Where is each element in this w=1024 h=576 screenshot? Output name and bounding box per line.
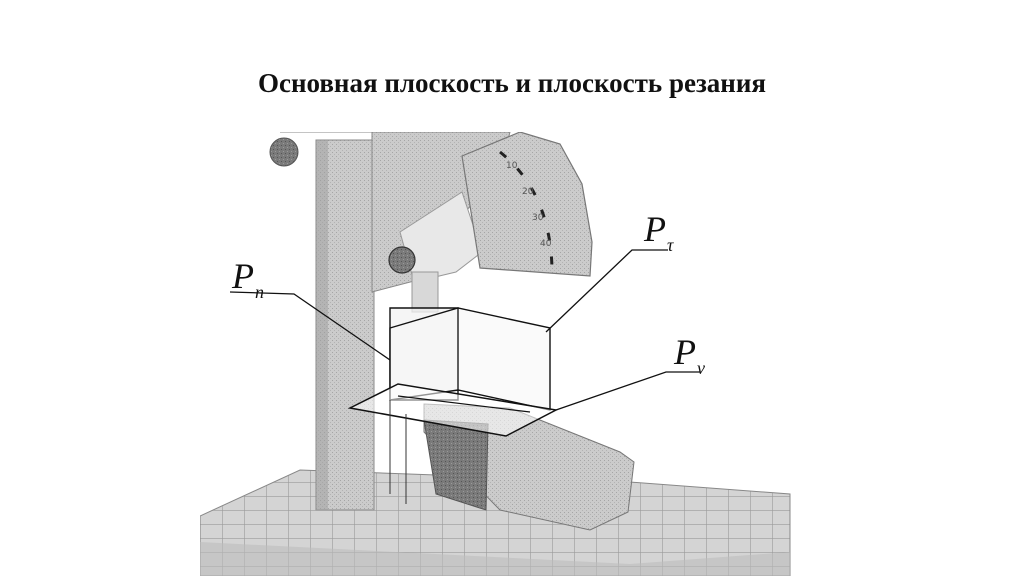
label-p-n: Pn bbox=[232, 256, 264, 302]
leader-p-tau bbox=[545, 249, 668, 333]
angle-dial bbox=[461, 132, 593, 277]
dial-tick-label: 20 bbox=[522, 187, 534, 197]
clamp-knob bbox=[388, 246, 416, 274]
goniometer-illustration: 10 20 30 40 bbox=[200, 132, 791, 576]
dial-tick-label: 40 bbox=[540, 239, 552, 249]
cutting-planes-figure: 10 20 30 40 Pn Pτ Pv bbox=[200, 132, 800, 576]
column-shade bbox=[316, 140, 328, 510]
label-p-v: Pv bbox=[674, 332, 705, 378]
leader-p-n bbox=[229, 291, 391, 361]
leader-p-v bbox=[555, 371, 700, 411]
bracket-knob bbox=[269, 137, 299, 167]
plane-crossline bbox=[397, 395, 531, 413]
tool-stem bbox=[411, 271, 439, 313]
base-plate-front bbox=[200, 516, 790, 576]
label-p-tau: Pτ bbox=[644, 209, 674, 255]
dial-tick-label: 30 bbox=[532, 213, 544, 223]
dial-tick-label: 10 bbox=[506, 161, 518, 171]
slide-title: Основная плоскость и плоскость резания bbox=[257, 68, 767, 98]
